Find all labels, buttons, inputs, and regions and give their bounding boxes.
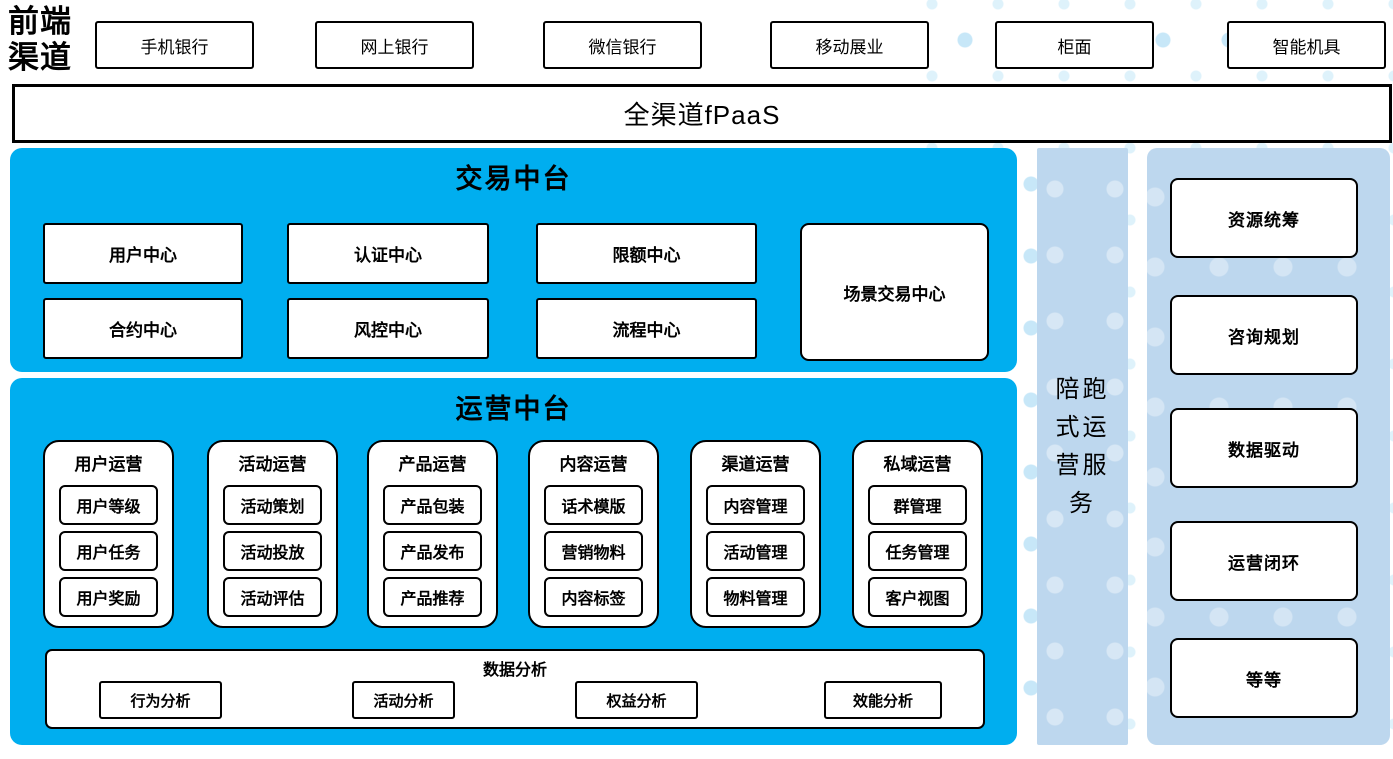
user-center-box: 用户中心 bbox=[43, 223, 243, 284]
scenario-trade-center-box: 场景交易中心 bbox=[800, 223, 989, 361]
channel-box-online-banking: 网上银行 bbox=[315, 21, 474, 69]
ops-column-header: 产品运营 bbox=[398, 455, 467, 474]
ops-item-box: 用户奖励 bbox=[59, 577, 158, 617]
channel-box-mobile-marketing: 移动展业 bbox=[770, 21, 929, 69]
ops-column-header: 渠道运营 bbox=[721, 455, 790, 474]
ops-item-box: 用户等级 bbox=[59, 485, 158, 525]
service-box-etc: 等等 bbox=[1170, 638, 1358, 718]
ops-item-box: 活动评估 bbox=[223, 577, 322, 617]
trade-platform-panel: 交易中台 用户中心 认证中心 限额中心 合约中心 风控中心 流程中心 场景交易中… bbox=[10, 148, 1017, 372]
auth-center-box: 认证中心 bbox=[287, 223, 489, 284]
service-box-consulting: 咨询规划 bbox=[1170, 295, 1358, 375]
ops-item-box: 产品包装 bbox=[383, 485, 482, 525]
rights-analysis-box: 权益分析 bbox=[575, 681, 698, 719]
fpaas-bar: 全渠道fPaaS bbox=[12, 84, 1392, 143]
ops-column-private-domain: 私域运营 群管理 任务管理 客户视图 bbox=[852, 440, 983, 628]
ops-column-content: 内容运营 话术模版 营销物料 内容标签 bbox=[528, 440, 659, 628]
behavior-analysis-box: 行为分析 bbox=[99, 681, 222, 719]
ops-item-box: 客户视图 bbox=[868, 577, 967, 617]
ops-item-box: 话术模版 bbox=[544, 485, 643, 525]
service-box-data-driven: 数据驱动 bbox=[1170, 408, 1358, 488]
ops-column-header: 活动运营 bbox=[238, 455, 307, 474]
process-center-box: 流程中心 bbox=[536, 298, 757, 359]
ops-item-box: 产品发布 bbox=[383, 531, 482, 571]
ops-item-box: 产品推荐 bbox=[383, 577, 482, 617]
ops-item-box: 群管理 bbox=[868, 485, 967, 525]
channel-box-mobile-banking: 手机银行 bbox=[95, 21, 254, 69]
ops-item-box: 任务管理 bbox=[868, 531, 967, 571]
ops-item-box: 活动管理 bbox=[706, 531, 805, 571]
service-panel: 资源统筹 咨询规划 数据驱动 运营闭环 等等 bbox=[1147, 148, 1390, 745]
ops-column-channel: 渠道运营 内容管理 活动管理 物料管理 bbox=[690, 440, 821, 628]
data-analysis-box: 数据分析 行为分析 活动分析 权益分析 效能分析 bbox=[45, 649, 985, 729]
channel-box-wechat-banking: 微信银行 bbox=[543, 21, 702, 69]
front-channels-label: 前端渠道 bbox=[8, 4, 72, 75]
ops-item-box: 活动策划 bbox=[223, 485, 322, 525]
operation-platform-title: 运营中台 bbox=[455, 394, 572, 424]
efficiency-analysis-box: 效能分析 bbox=[824, 681, 942, 719]
campaign-analysis-box: 活动分析 bbox=[352, 681, 455, 719]
ops-column-user: 用户运营 用户等级 用户任务 用户奖励 bbox=[43, 440, 174, 628]
risk-center-box: 风控中心 bbox=[287, 298, 489, 359]
operation-platform-panel: 运营中台 用户运营 用户等级 用户任务 用户奖励 活动运营 活动策划 活动投放 … bbox=[10, 378, 1017, 745]
accompanying-service-label: 陪跑式运营服务 bbox=[1055, 375, 1110, 517]
ops-item-box: 活动投放 bbox=[223, 531, 322, 571]
ops-column-header: 内容运营 bbox=[559, 455, 628, 474]
quota-center-box: 限额中心 bbox=[536, 223, 757, 284]
ops-column-product: 产品运营 产品包装 产品发布 产品推荐 bbox=[367, 440, 498, 628]
ops-item-box: 内容标签 bbox=[544, 577, 643, 617]
ops-item-box: 内容管理 bbox=[706, 485, 805, 525]
data-analysis-title: 数据分析 bbox=[482, 662, 547, 679]
ops-column-campaign: 活动运营 活动策划 活动投放 活动评估 bbox=[207, 440, 338, 628]
ops-column-header: 私域运营 bbox=[883, 455, 952, 474]
channel-box-counter: 柜面 bbox=[995, 21, 1154, 69]
ops-item-box: 营销物料 bbox=[544, 531, 643, 571]
ops-column-header: 用户运营 bbox=[74, 455, 143, 474]
service-box-resource-planning: 资源统筹 bbox=[1170, 178, 1358, 258]
trade-platform-title: 交易中台 bbox=[455, 164, 572, 194]
accompanying-service-strip: 陪跑式运营服务 bbox=[1037, 148, 1128, 745]
ops-item-box: 用户任务 bbox=[59, 531, 158, 571]
ops-item-box: 物料管理 bbox=[706, 577, 805, 617]
service-box-closed-loop: 运营闭环 bbox=[1170, 521, 1358, 601]
contract-center-box: 合约中心 bbox=[43, 298, 243, 359]
channel-box-smart-device: 智能机具 bbox=[1227, 21, 1386, 69]
